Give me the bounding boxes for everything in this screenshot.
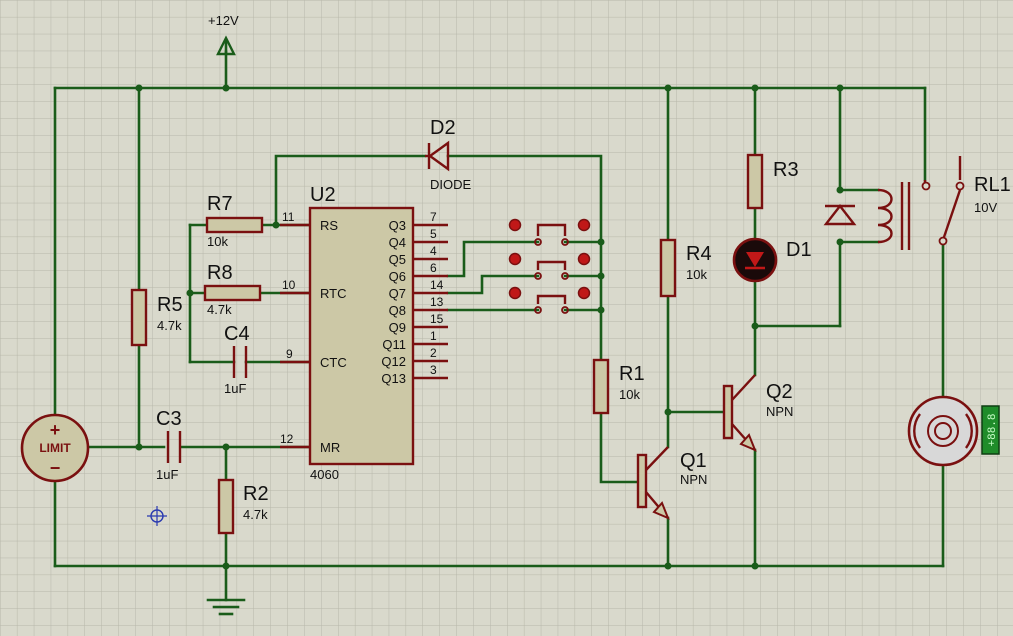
- limit-minus-sign: −: [50, 458, 61, 478]
- resistor-r2[interactable]: R2 4.7k: [217, 478, 269, 535]
- ic-pin-number: 3: [430, 363, 437, 377]
- c3-ref: C3: [156, 408, 182, 430]
- ic-pin-number: 10: [282, 278, 296, 292]
- ic-pin-number: 13: [430, 295, 444, 309]
- resistor-r8[interactable]: R8 4.7k: [203, 262, 262, 317]
- ic-part: 4060: [310, 467, 339, 482]
- r8-ref: R8: [207, 262, 233, 284]
- limit-label: LIMIT: [39, 441, 71, 455]
- motor[interactable]: +88.8: [907, 395, 1000, 467]
- r7-ref: R7: [207, 193, 233, 215]
- limit-source[interactable]: LIMIT + −: [20, 413, 90, 483]
- r8-value: 4.7k: [207, 302, 232, 317]
- r2-value: 4.7k: [243, 507, 268, 522]
- ic-pin-name: Q8: [389, 303, 406, 318]
- r3-ref: R3: [773, 159, 799, 181]
- wires: [53, 50, 945, 602]
- q2-ref: Q2: [766, 381, 793, 403]
- ic-pin-number: 14: [430, 278, 444, 292]
- r4-value: 10k: [686, 267, 707, 282]
- diode-d2[interactable]: D2 DIODE: [425, 117, 472, 192]
- motor-readout-panel: [981, 405, 1000, 455]
- ic-pin-name: MR: [320, 440, 340, 455]
- ic-pin-name: RS: [320, 218, 338, 233]
- ic-pin-number: 11: [282, 210, 295, 224]
- q1-value: NPN: [680, 472, 707, 487]
- resistor-r4[interactable]: R4 10k: [659, 238, 712, 298]
- supply-terminal[interactable]: +12V: [208, 13, 239, 56]
- ic-pin-number: 4: [430, 244, 437, 258]
- ic-pin-number: 15: [430, 312, 444, 326]
- r7-value: 10k: [207, 234, 228, 249]
- relay-rl1[interactable]: RL1 10V: [823, 156, 1011, 250]
- dip-switch[interactable]: [508, 286, 591, 314]
- dip-switch[interactable]: [508, 252, 591, 280]
- c4-value: 1uF: [224, 381, 246, 396]
- ic-pin-name: Q12: [381, 354, 406, 369]
- q1-ref: Q1: [680, 450, 707, 472]
- r5-value: 4.7k: [157, 318, 182, 333]
- ic-pin-name: Q4: [389, 235, 406, 250]
- resistor-r1[interactable]: R1 10k: [592, 358, 645, 415]
- d2-value: DIODE: [430, 177, 472, 192]
- ic-pin-name: Q11: [382, 337, 406, 352]
- capacitor-c3[interactable]: C3 1uF: [156, 408, 182, 482]
- junction-dots: [135, 84, 844, 570]
- ic-pin-number: 7: [430, 210, 437, 224]
- capacitor-c4[interactable]: C4 1uF: [224, 323, 250, 396]
- ic-pin-number: 2: [430, 346, 437, 360]
- ic-pin-number: 6: [430, 261, 437, 275]
- r2-ref: R2: [243, 483, 269, 505]
- ic-pin-name: Q9: [389, 320, 406, 335]
- switch-bank[interactable]: [508, 218, 591, 314]
- ground-symbol[interactable]: [206, 598, 246, 616]
- r5-ref: R5: [157, 294, 183, 316]
- ic-u2[interactable]: U2 4060 RS RTC CTC MR 11 10 9 12 Q3 Q4 Q…: [280, 184, 448, 482]
- ic-pin-name: Q5: [389, 252, 406, 267]
- c3-value: 1uF: [156, 467, 178, 482]
- resistor-r3[interactable]: R3: [746, 153, 799, 210]
- transistor-q2[interactable]: Q2 NPN: [722, 374, 793, 452]
- transistor-q1[interactable]: Q1 NPN: [636, 446, 707, 520]
- led-d1[interactable]: D1: [732, 237, 812, 283]
- limit-plus-sign: +: [50, 420, 61, 440]
- supply-label: +12V: [208, 13, 239, 28]
- motor-readout: +88.8: [987, 413, 999, 446]
- dip-switch[interactable]: [508, 218, 591, 246]
- r1-ref: R1: [619, 363, 645, 385]
- ic-ref: U2: [310, 184, 336, 206]
- ic-pin-name: Q6: [389, 269, 406, 284]
- r1-value: 10k: [619, 387, 640, 402]
- ic-pin-name: Q3: [389, 218, 406, 233]
- ic-pin-name: CTC: [320, 355, 347, 370]
- crosshair-cursor-icon: [147, 506, 167, 526]
- ic-pin-name: Q13: [381, 371, 406, 386]
- rl1-value: 10V: [974, 200, 997, 215]
- resistor-r5[interactable]: R5 4.7k: [130, 288, 183, 347]
- ic-pin-number: 9: [286, 347, 293, 361]
- c4-ref: C4: [224, 323, 250, 345]
- ic-pin-number: 12: [280, 432, 294, 446]
- rl1-ref: RL1: [974, 174, 1011, 196]
- q2-value: NPN: [766, 404, 793, 419]
- ic-pin-number: 1: [430, 329, 437, 343]
- resistor-r7[interactable]: R7 10k: [205, 193, 264, 249]
- ic-pin-name: RTC: [320, 286, 346, 301]
- ic-pin-number: 5: [430, 227, 437, 241]
- d1-ref: D1: [786, 239, 812, 261]
- r4-ref: R4: [686, 243, 712, 265]
- ic-pin-name: Q7: [389, 286, 406, 301]
- d2-ref: D2: [430, 117, 456, 139]
